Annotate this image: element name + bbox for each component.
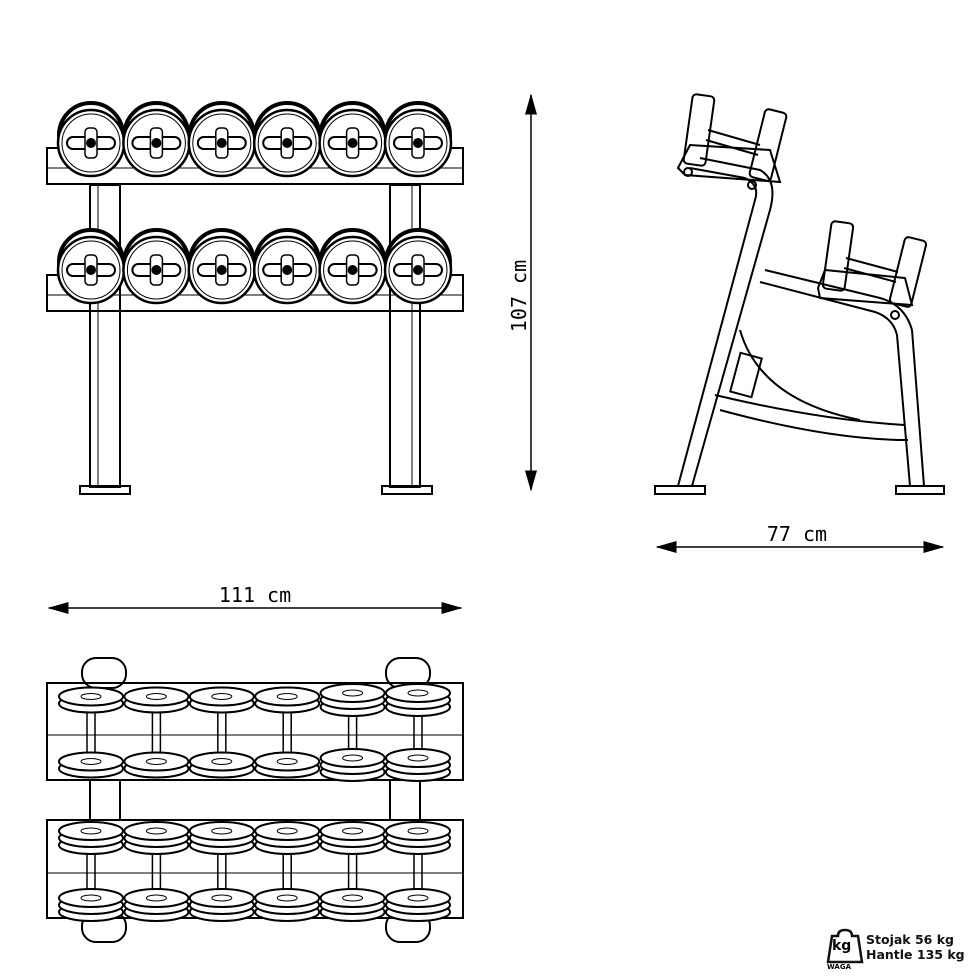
- dumbbell-top: [123, 821, 190, 922]
- weight-icon-caption: WAGA: [827, 963, 851, 971]
- dumbbell-front: [187, 228, 257, 305]
- dumbbell-top: [254, 686, 321, 779]
- dumbbell-top: [319, 683, 386, 782]
- weight-badge: [824, 928, 974, 974]
- height-dimension-label: 107 cm: [507, 260, 531, 332]
- upper-tier-top: [46, 682, 464, 781]
- lower-tier-top: [46, 819, 464, 919]
- left-foot: [79, 485, 131, 495]
- dumbbell-front: [187, 101, 257, 178]
- dumbbell-front: [383, 228, 453, 305]
- width-dimension-label: 111 cm: [219, 583, 291, 607]
- dumbbell-top: [58, 686, 124, 779]
- weight-icon-label: kg: [832, 938, 852, 954]
- right-foot: [381, 485, 433, 495]
- dumbbell-front: [318, 228, 387, 305]
- dumbbell-front: [252, 228, 322, 305]
- dumbbell-top: [385, 821, 451, 922]
- weight-icon: [826, 928, 864, 964]
- front-view: [46, 101, 464, 495]
- dumbbell-front: [122, 101, 191, 178]
- side-view: [654, 93, 945, 495]
- dumbbell-top: [385, 683, 451, 782]
- dumbbells-weight: Hantle 135 kg: [866, 947, 965, 962]
- dumbbell-front: [318, 101, 387, 178]
- depth-dimension-label: 77 cm: [767, 522, 827, 546]
- rack-weight: Stojak 56 kg: [866, 932, 954, 947]
- dumbbell-front: [252, 101, 322, 178]
- weight-info: Stojak 56 kg Hantle 135 kg: [866, 932, 965, 962]
- dumbbell-front: [56, 228, 126, 305]
- dumbbell-top: [188, 686, 255, 779]
- top-view: [46, 657, 464, 943]
- dumbbell-front: [122, 228, 191, 305]
- dumbbell-top: [319, 821, 386, 922]
- dumbbell-top: [188, 821, 255, 922]
- dumbbell-front: [383, 101, 453, 178]
- dumbbell-front: [56, 101, 126, 178]
- dumbbell-top: [123, 686, 190, 779]
- dumbbell-top: [254, 821, 321, 922]
- dumbbell-top: [58, 821, 124, 922]
